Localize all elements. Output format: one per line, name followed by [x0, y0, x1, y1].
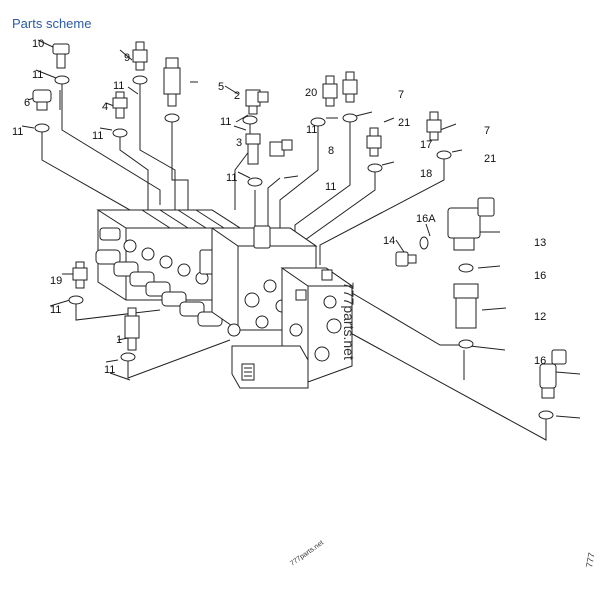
page-title: Parts scheme: [12, 16, 92, 31]
label-17: 17: [420, 139, 432, 151]
plug-icon: [72, 261, 88, 289]
label-14: 14: [383, 235, 395, 247]
label-11: 11: [92, 130, 103, 142]
bolt-icon: [52, 43, 70, 69]
label-3: 3: [236, 137, 242, 149]
label-11: 11: [12, 126, 23, 138]
label-19: 19: [50, 275, 62, 287]
label-10: 10: [32, 38, 44, 50]
adapter-icon: [453, 283, 479, 329]
elbow-fitting-icon: [245, 89, 269, 115]
plug-icon: [366, 127, 382, 157]
label-16: 16: [534, 355, 546, 367]
label-16: 16: [534, 270, 546, 282]
label-11: 11: [220, 116, 231, 128]
cartridge-icon: [124, 307, 140, 351]
label-11: 11: [226, 172, 237, 184]
cap-icon: [32, 89, 52, 111]
fittings: [32, 41, 567, 399]
watermark: 777parts.net: [289, 540, 325, 568]
label-13: 13: [534, 237, 546, 249]
label-11: 11: [113, 80, 124, 92]
plug-icon: [132, 41, 148, 71]
label-21: 21: [398, 117, 410, 129]
label-2: 2: [234, 90, 240, 102]
label-4: 4: [102, 101, 108, 113]
label-20: 20: [305, 87, 317, 99]
callout-labels: 10 9 11 11 6 4 5 2 20 7 11 3 21 11 11 11…: [12, 38, 546, 376]
plug-icon: [426, 111, 442, 141]
label-8: 8: [328, 145, 334, 157]
label-7: 7: [484, 125, 490, 137]
cartridge-icon: [163, 57, 181, 107]
bolt-icon: [395, 251, 417, 267]
valve-icon: [112, 91, 128, 119]
washers: [34, 75, 554, 420]
label-16a: 16A: [416, 213, 436, 225]
label-12: 12: [534, 311, 546, 323]
label-5: 5: [218, 81, 224, 93]
label-11: 11: [50, 304, 61, 316]
plug-icon: [342, 71, 358, 103]
label-18: 18: [420, 168, 432, 180]
elbow-fitting-icon: [447, 197, 495, 251]
watermark: 777parts.net: [341, 282, 357, 360]
label-6: 6: [24, 97, 30, 109]
label-11: 11: [32, 69, 43, 81]
label-11: 11: [306, 124, 317, 136]
label-21: 21: [484, 153, 496, 165]
elbow-fitting-icon: [269, 139, 293, 157]
label-11: 11: [104, 364, 115, 376]
fitting-icon: [245, 133, 261, 165]
label-11: 11: [325, 181, 336, 193]
label-9: 9: [124, 52, 130, 64]
label-7: 7: [398, 89, 404, 101]
elbow-fitting-icon: [539, 349, 567, 399]
valve-block-assembly: [95, 209, 354, 389]
plug-icon: [322, 75, 338, 107]
watermark: 777: [584, 552, 596, 569]
o-ring-icon: [419, 236, 429, 250]
label-1: 1: [116, 334, 122, 346]
